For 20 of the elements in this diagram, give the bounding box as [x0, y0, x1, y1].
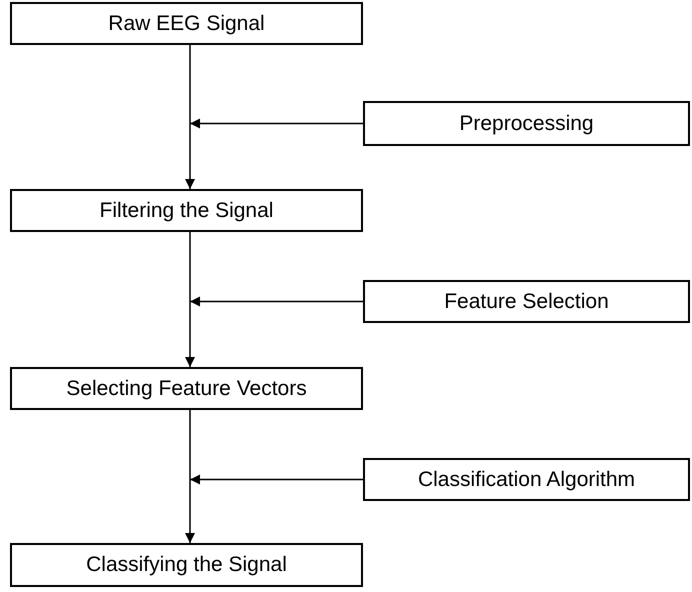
process-box [10, 543, 363, 587]
process-box [10, 2, 363, 45]
arrow [185, 232, 195, 367]
box-label: Classification Algorithm [418, 468, 636, 492]
box-label: Feature Selection [444, 290, 609, 314]
arrow [185, 45, 195, 189]
box-label: Preprocessing [459, 112, 594, 136]
input-box [363, 280, 690, 323]
input-box [363, 458, 690, 501]
arrow [185, 410, 195, 543]
box-label: Raw EEG Signal [108, 12, 265, 36]
arrow [190, 474, 363, 484]
process-box [10, 367, 363, 410]
box-label: Classifying the Signal [86, 553, 287, 577]
arrow [190, 118, 363, 128]
arrow [190, 296, 363, 306]
process-box [10, 189, 363, 232]
box-label: Selecting Feature Vectors [66, 376, 307, 400]
input-box [363, 101, 690, 146]
box-label: Filtering the Signal [100, 198, 274, 222]
